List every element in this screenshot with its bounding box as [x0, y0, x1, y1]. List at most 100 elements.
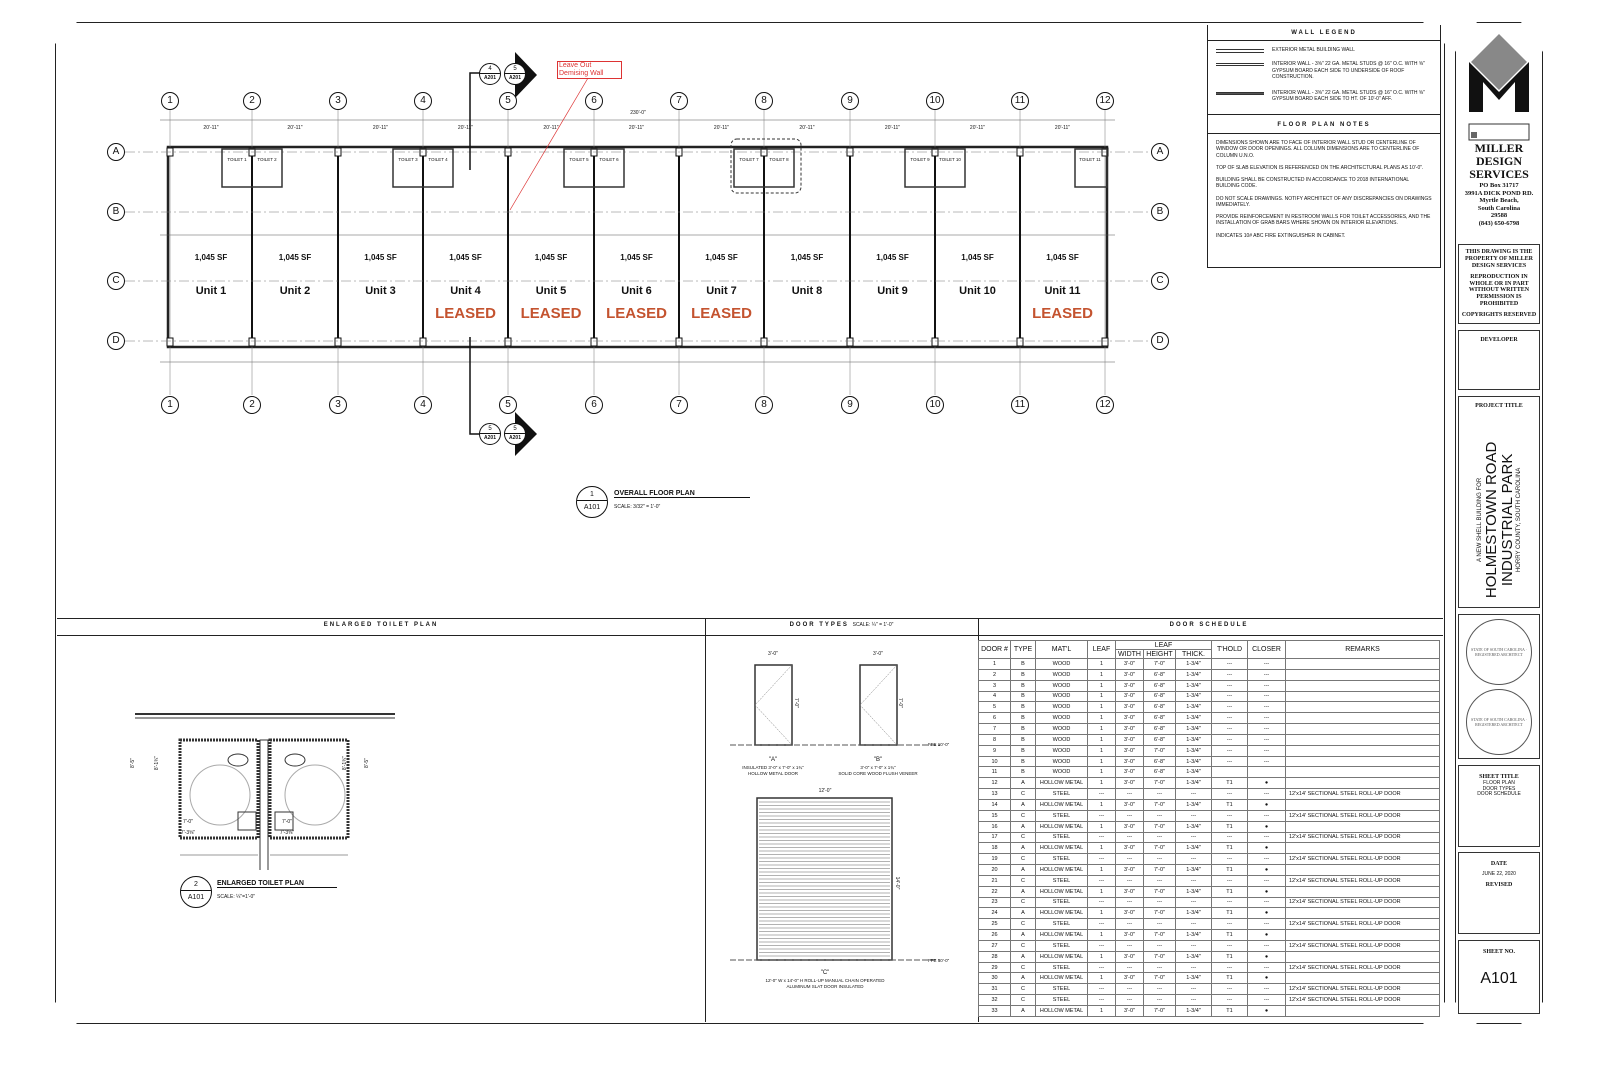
wall-legend-item: EXTERIOR METAL BUILDING WALL — [1216, 47, 1432, 53]
unit-label[interactable]: Unit 4 — [450, 285, 481, 297]
door-schedule-cell: WOOD — [1035, 690, 1088, 703]
door-schedule-cell: 1-3/4" — [1175, 679, 1212, 692]
door-schedule-cell: 3'-0" — [1115, 950, 1144, 963]
door-schedule-cell: --- — [1175, 788, 1212, 800]
col-matl: MAT'L — [1035, 640, 1088, 659]
door-schedule-cell: C — [1010, 994, 1036, 1006]
wall-legend-title: WALL LEGEND — [1208, 25, 1440, 41]
unit-label[interactable]: Unit 7 — [706, 285, 737, 297]
door-schedule-cell: --- — [1115, 994, 1144, 1006]
floor-plan-note: DO NOT SCALE DRAWINGS. NOTIFY ARCHITECT … — [1216, 195, 1432, 208]
divider — [57, 635, 1443, 636]
door-schedule-cell: 1-3/4" — [1175, 972, 1212, 985]
door-schedule-cell: 3'-0" — [1115, 723, 1144, 735]
door-schedule-cell: HOLLOW METAL — [1035, 842, 1088, 855]
door-schedule-cell: --- — [1175, 896, 1212, 909]
unit-label[interactable]: Unit 11 — [1044, 285, 1081, 297]
date-label: DATE — [1490, 861, 1508, 867]
door-schedule-cell: 6'-8" — [1143, 679, 1176, 692]
unit-label[interactable]: Unit 8 — [791, 285, 823, 297]
address-line: 3991A DICK POND RD. — [1464, 189, 1534, 197]
door-schedule-cell: WOOD — [1035, 658, 1088, 670]
door-schedule-cell: 2 — [978, 668, 1011, 681]
door-schedule-cell — [1285, 723, 1440, 735]
architect-seals: STATE OF SOUTH CAROLINA · REGISTERED ARC… — [1458, 614, 1540, 759]
unit-label[interactable]: Unit 2 — [279, 285, 311, 297]
unit-label[interactable]: Unit 10 — [959, 285, 996, 297]
grid-bubble-2: 2 — [243, 92, 261, 110]
grid-bubble-7: 7 — [670, 396, 688, 414]
door-type-desc: 12'-0" W x 14'-0" H ROLL-UP MANUAL CHAIN… — [765, 978, 885, 983]
toilet-label: TOILET 7 — [739, 157, 759, 162]
door-schedule-cell: 3'-0" — [1115, 842, 1144, 855]
grid-bubble-C: C — [1151, 272, 1169, 290]
door-schedule-cell: WOOD — [1035, 755, 1088, 768]
door-schedule-cell: --- — [1247, 918, 1286, 931]
door-types-header: DOOR TYPES — [789, 622, 849, 628]
door-schedule-cell: --- — [1143, 983, 1176, 996]
unit-label[interactable]: Unit 9 — [877, 285, 908, 297]
grid-bubble-10: 10 — [926, 92, 944, 110]
unit-label[interactable]: Unit 3 — [365, 285, 396, 297]
door-height-dim: 7'-0" — [793, 698, 799, 708]
markup-note-leave-out-demising-wall[interactable]: Leave Out Demising Wall — [557, 61, 622, 79]
door-schedule-cell: 1-3/4" — [1175, 820, 1212, 833]
door-schedule-cell: 12'x14' SECTIONAL STEEL ROLL-UP DOOR — [1285, 853, 1440, 866]
door-schedule-cell: 6'-8" — [1143, 766, 1176, 779]
unit-label[interactable]: Unit 5 — [535, 285, 567, 297]
project-title-label: PROJECT TITLE — [1475, 403, 1523, 409]
grid-bubble-8: 8 — [755, 92, 773, 110]
door-schedule-cell: 1-3/4" — [1175, 950, 1212, 963]
door-schedule-cell: 1 — [1087, 972, 1116, 985]
door-schedule-cell: --- — [1087, 983, 1116, 996]
door-schedule-cell — [1285, 733, 1440, 746]
col-height: HEIGHT — [1143, 649, 1176, 659]
door-schedule-cell: 7'-0" — [1143, 950, 1176, 963]
door-schedule-cell: 23 — [978, 896, 1011, 909]
door-schedule-cell: --- — [1143, 874, 1176, 887]
door-schedule-cell: T1 — [1211, 842, 1248, 855]
door-schedule-cell: --- — [1247, 755, 1286, 768]
unit-area: 1,045 SF — [364, 253, 397, 262]
door-schedule-cell: 3'-0" — [1115, 907, 1144, 920]
drawing-sheet-border — [55, 22, 1445, 1024]
door-schedule-cell: --- — [1175, 918, 1212, 931]
toilet-label: TOILET 1 — [227, 157, 247, 162]
grid-bubble-3: 3 — [329, 92, 347, 110]
bay-dimension: 20'-11" — [1054, 125, 1071, 131]
door-schedule-cell: 1-3/4" — [1175, 1005, 1212, 1017]
door-width-dim: 3'-0" — [873, 651, 883, 657]
door-schedule-cell: 12'x14' SECTIONAL STEEL ROLL-UP DOOR — [1285, 896, 1440, 909]
door-schedule-cell: --- — [1087, 994, 1116, 1006]
door-schedule-cell: 1 — [1087, 864, 1116, 876]
door-schedule-cell: 1 — [1087, 907, 1116, 920]
door-schedule-cell: --- — [1211, 961, 1248, 974]
copyright-line: COPYRIGHTS RESERVED — [1461, 312, 1537, 319]
door-schedule-cell: 9 — [978, 744, 1011, 757]
title-block — [1455, 22, 1543, 1024]
door-schedule-cell: --- — [1247, 896, 1286, 909]
door-schedule-cell: 1-3/4" — [1175, 929, 1212, 941]
door-schedule-cell: HOLLOW METAL — [1035, 972, 1088, 985]
door-type-desc: INSULATED 3'-0" x 7'-0" x 1¾" — [742, 765, 804, 770]
door-schedule-cell: STEEL — [1035, 874, 1088, 887]
unit-label[interactable]: Unit 6 — [621, 285, 652, 297]
door-schedule-cell: 1-3/4" — [1175, 744, 1212, 757]
door-schedule-cell: WOOD — [1035, 744, 1088, 757]
door-schedule-cell: 3'-0" — [1115, 864, 1144, 876]
col-type: TYPE — [1010, 640, 1036, 659]
door-schedule-cell: --- — [1211, 668, 1248, 681]
door-schedule-cell: 7'-0" — [1143, 658, 1176, 670]
door-schedule-cell: 1 — [1087, 712, 1116, 725]
unit-label[interactable]: Unit 1 — [195, 285, 227, 297]
drawing-title-bubble: 1 A101 — [576, 486, 608, 518]
door-schedule-cell: C — [1010, 874, 1036, 887]
